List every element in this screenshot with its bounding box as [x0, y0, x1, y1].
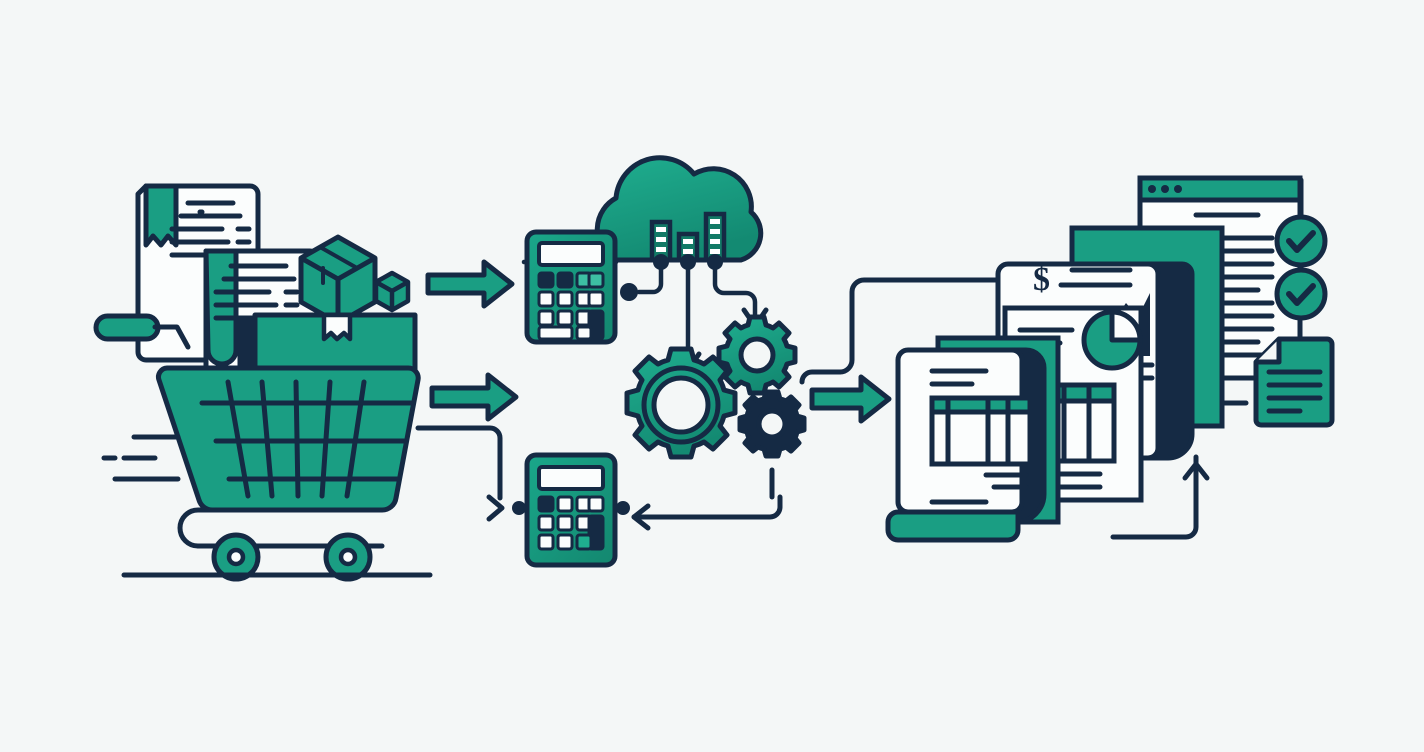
window-dot-2 [1161, 185, 1169, 193]
arrow-gears-to-reports [809, 374, 892, 424]
gear-medium [716, 314, 798, 396]
cart-handle [93, 313, 191, 350]
report-table [885, 335, 1061, 543]
arrow-cart-to-calculator-top [425, 259, 515, 309]
cloud-node-endpoint [620, 283, 638, 301]
window-dot-1 [1148, 185, 1156, 193]
calculator-bottom-node-right [616, 501, 630, 515]
signed-document [1253, 336, 1335, 428]
report-table-foot-band [885, 509, 1021, 543]
parcel-box-large [298, 234, 378, 326]
stage-reporting: $ $ [885, 175, 1335, 543]
line-cart-to-calculator-bottom [415, 425, 503, 501]
currency-symbol-upper: $ [1033, 261, 1050, 298]
report-table-header-lines [929, 368, 989, 387]
line-cloud-to-gear-medium [712, 259, 758, 331]
gear-small-dark [737, 389, 807, 459]
check-badge-bottom [1274, 267, 1328, 321]
calculator-bottom [524, 452, 618, 568]
calculator-bottom-keys [537, 495, 605, 551]
stage-calculation [512, 155, 843, 568]
cloud-node-a [653, 254, 669, 270]
cart-wheel-right [323, 532, 373, 582]
cloud-node-b [680, 254, 696, 270]
cart-wheel-left [211, 532, 261, 582]
line-gears-back-to-calculator [631, 494, 783, 520]
cart-teal-box [252, 312, 418, 373]
arrowhead-gears-back-to-calculator [631, 503, 651, 531]
report-table-grid [929, 395, 1033, 467]
arrowhead-cart-to-calculator-bottom [486, 494, 505, 522]
signed-document-lines [1266, 369, 1323, 414]
gear-large [624, 346, 738, 460]
cart-body [156, 365, 421, 513]
parcel-box-small [373, 270, 411, 313]
line-gears-up-to-reports [815, 277, 1042, 375]
cart-grid [199, 379, 414, 499]
server-bar-right [703, 211, 727, 263]
calculator-top [524, 229, 618, 345]
arrow-cart-to-gears [429, 372, 519, 422]
line-cloud-node-left [636, 259, 664, 295]
motion-lines [101, 434, 181, 482]
arrowhead-feedback-loop [1182, 461, 1210, 481]
calculator-top-keys [537, 271, 605, 341]
line-feedback-loop-bottom [1110, 454, 1199, 540]
cloud-node-c [707, 254, 723, 270]
window-dot-3 [1174, 185, 1182, 193]
stage-purchasing [93, 183, 433, 582]
pie-chart [1081, 309, 1143, 371]
check-badge-top [1274, 214, 1328, 268]
cloud-server [594, 155, 764, 263]
calculator-bottom-node-left [512, 501, 526, 515]
